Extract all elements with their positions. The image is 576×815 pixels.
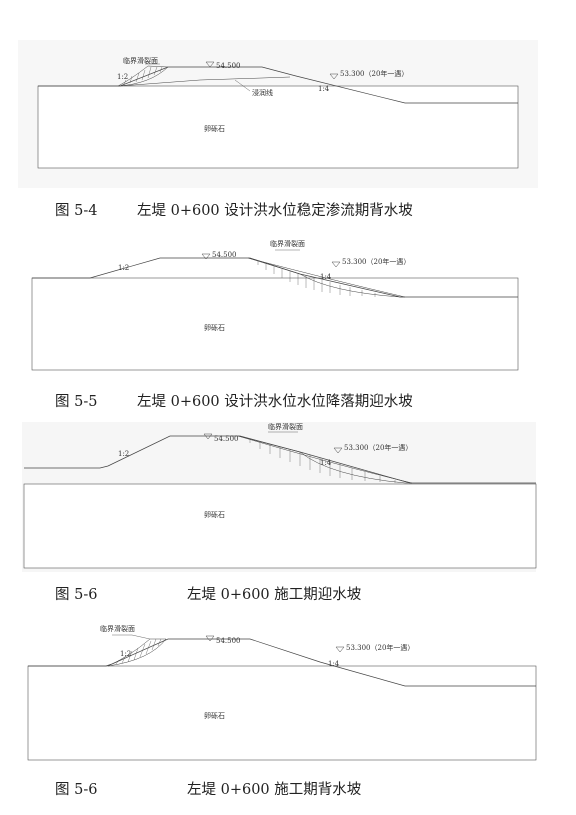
foundation-block	[37, 85, 519, 169]
water-level-label: 53.300（20年一遇）	[342, 257, 410, 266]
crest-level-symbol	[201, 253, 211, 260]
slip-hatching	[115, 638, 162, 665]
crest-level-label: 54.500	[216, 637, 241, 645]
water-level-label: 53.300（20年一遇）	[346, 643, 414, 652]
water-level-symbol	[335, 646, 345, 653]
slope-left-label: 1:2	[118, 450, 129, 458]
caption-number: 图 5-6	[55, 587, 98, 603]
embankment-section-diagram: 临界滑裂面 1:2 54.500 53.300（20年一遇） 1:4 卵砾石	[31, 239, 519, 371]
slip-label: 临界滑裂面	[100, 624, 135, 633]
seepage-line	[119, 76, 291, 87]
slope-left-label: 1:2	[117, 73, 128, 81]
figure-5-5: 临界滑裂面 1:2 54.500 53.300（20年一遇） 1:4 卵砾石 图…	[0, 222, 576, 418]
caption: 图 5-6 左堤 0+600 施工期背水坡	[55, 778, 361, 799]
embankment-section-diagram: 临界滑裂面 1:2 54.500 53.300（20年一遇） 1:4 卵砾石	[22, 422, 537, 572]
foundation-label: 卵砾石	[204, 510, 225, 519]
slip-hatching	[257, 261, 376, 297]
slip-label: 临界滑裂面	[270, 239, 305, 248]
crest-level-symbol	[205, 61, 215, 68]
slip-label: 临界滑裂面	[268, 422, 303, 431]
figure-5-6-upstream: 临界滑裂面 1:2 54.500 53.300（20年一遇） 1:4 卵砾石 图…	[0, 418, 576, 608]
figure-5-6-downstream: 临界滑裂面 1:2 54.500 53.300（20年一遇） 1:4 卵砾石 图…	[0, 608, 576, 815]
slope-right-label: 1:4	[320, 273, 332, 281]
water-level-symbol	[333, 447, 343, 454]
caption-number: 图 5-4	[55, 203, 98, 219]
slope-right-label: 1:4	[318, 85, 330, 93]
slip-label: 临界滑裂面	[123, 56, 158, 65]
slip-surface	[107, 638, 167, 667]
slip-hatching	[123, 66, 163, 85]
caption-text: 左堤 0+600 设计洪水位水位降落期迎水坡	[137, 394, 413, 410]
caption: 图 5-4 左堤 0+600 设计洪水位稳定渗流期背水坡	[55, 199, 413, 220]
caption-text: 左堤 0+600 设计洪水位稳定渗流期背水坡	[137, 203, 413, 219]
embankment-section-diagram: 临界滑裂面 1:2 54.500 53.300（20年一遇） 1:4 卵砾石	[27, 624, 537, 761]
crest-level-label: 54.500	[216, 62, 241, 70]
seepage-label: 浸润线	[252, 88, 273, 97]
slip-surface	[247, 257, 406, 298]
caption-number: 图 5-6	[55, 782, 98, 798]
caption-text: 左堤 0+600 施工期迎水坡	[187, 587, 362, 603]
slope-left-label: 1:2	[120, 650, 131, 658]
figure-5-4: 临界滑裂面 1:2 54.500 53.300（20年一遇） 1:4 浸润线 卵…	[0, 0, 576, 222]
foundation-block	[27, 665, 537, 761]
embankment-profile	[28, 638, 536, 687]
slope-left-label: 1:2	[118, 264, 129, 272]
water-level-symbol	[331, 261, 341, 268]
crest-level-label: 54.500	[212, 251, 237, 259]
slip-hatching	[249, 439, 396, 483]
foundation-label: 卵砾石	[204, 323, 225, 332]
crest-level-label: 54.500	[214, 435, 239, 443]
caption: 图 5-5 左堤 0+600 设计洪水位水位降落期迎水坡	[55, 390, 413, 411]
slope-right-label: 1:4	[320, 459, 332, 467]
crest-level-symbol	[203, 433, 213, 440]
slip-surface	[237, 435, 413, 484]
caption: 图 5-6 左堤 0+600 施工期迎水坡	[55, 583, 361, 604]
foundation-block	[23, 483, 537, 569]
caption-number: 图 5-5	[55, 394, 98, 410]
foundation-label: 卵砾石	[204, 124, 225, 133]
caption-text: 左堤 0+600 施工期背水坡	[187, 782, 362, 798]
water-level-label: 53.300（20年一遇）	[340, 69, 408, 78]
slip-surface	[117, 65, 169, 87]
crest-level-symbol	[205, 635, 215, 642]
water-level-symbol	[329, 73, 339, 80]
foundation-block	[31, 277, 519, 371]
slope-right-label: 1:4	[328, 660, 340, 668]
water-level-label: 53.300（20年一遇）	[344, 443, 412, 452]
foundation-label: 卵砾石	[204, 711, 225, 720]
embankment-section-diagram: 临界滑裂面 1:2 54.500 53.300（20年一遇） 1:4 浸润线 卵…	[18, 40, 538, 188]
